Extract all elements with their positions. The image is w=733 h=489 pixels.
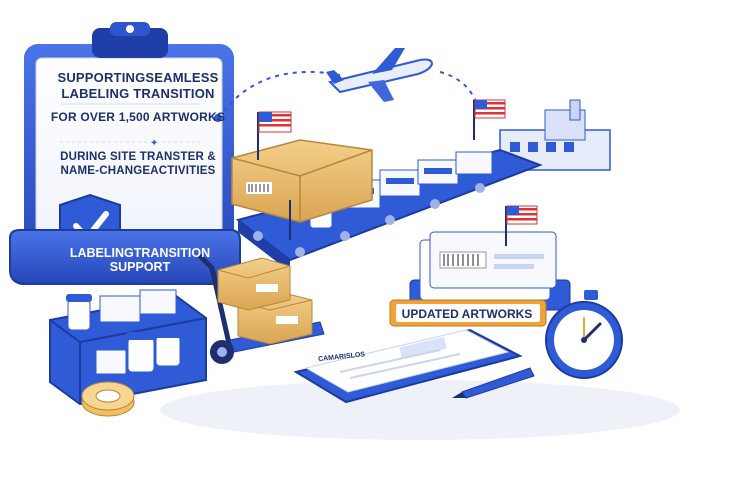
- airplane-icon: [326, 48, 434, 102]
- updated-artworks-sign: [389, 299, 547, 327]
- tape-roll-icon: [81, 381, 135, 417]
- updated-artworks-label: UPDATED ARTWORKS: [401, 307, 533, 321]
- badge-label: LABELINGTRANSITION SUPPORT: [40, 246, 240, 274]
- pen-icon: [452, 367, 535, 399]
- clipboard-title: SUPPORTINGSEAMLESS LABELING TRANSITION: [57, 70, 219, 101]
- flight-route-left: [217, 70, 341, 119]
- us-flag-icon: [473, 99, 506, 140]
- clipboard-note: DURING SITE TRANSTER & NAME-CHANGEACTIVI…: [60, 151, 216, 177]
- us-flag-icon: [505, 205, 538, 246]
- badge-line-2: SUPPORT: [109, 260, 171, 274]
- label-stack: [409, 231, 571, 311]
- medicine-bottles: [66, 289, 182, 375]
- floor-shadow: [160, 380, 680, 440]
- flight-route-right: [439, 71, 479, 109]
- clipboard-subtitle: FOR OVER 1,500 ARTWORKS: [50, 110, 226, 124]
- cardboard-box-stack: [217, 257, 313, 345]
- badge-line-1: LABELINGTRANSITION: [69, 246, 211, 260]
- svg-text:✦: ✦: [150, 138, 158, 149]
- stopwatch-icon: [545, 290, 623, 379]
- document-board: [293, 328, 523, 404]
- us-flag-icon: [257, 111, 292, 160]
- cardboard-box-large: [231, 139, 373, 240]
